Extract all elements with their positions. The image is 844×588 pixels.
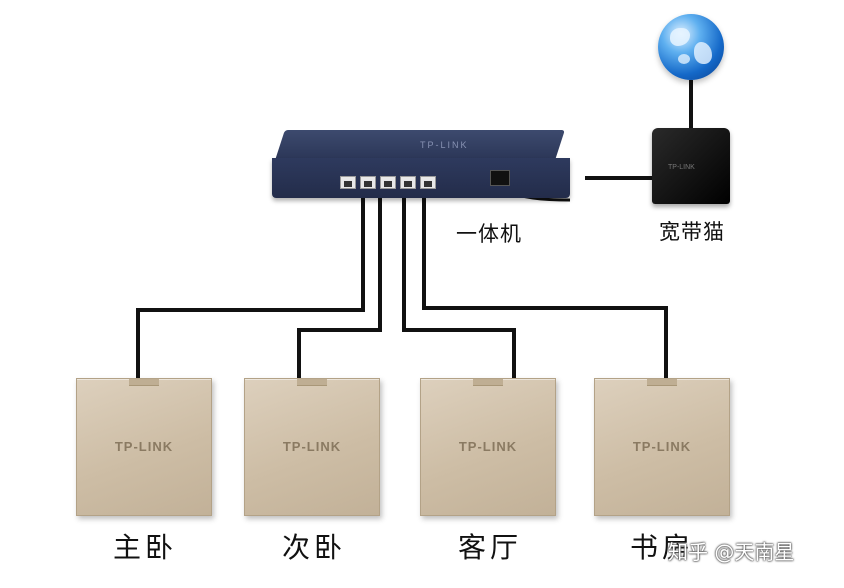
lan-port xyxy=(420,176,436,189)
lan-port xyxy=(380,176,396,189)
watermark: 知乎 @天南星 xyxy=(668,540,795,564)
wall-ap-icon: TP-LINK xyxy=(594,378,730,516)
wire-study xyxy=(422,190,668,380)
wall-ap-icon: TP-LINK xyxy=(244,378,380,516)
wire-master-bedroom xyxy=(136,190,365,380)
wan-port xyxy=(490,170,510,186)
wire-second-bedroom xyxy=(297,190,382,380)
wall-ap-icon: TP-LINK xyxy=(420,378,556,516)
room-label-master-bedroom: 主卧 xyxy=(112,531,177,564)
room-label-study: 书房 xyxy=(629,531,694,564)
panel-brand: TP-LINK xyxy=(282,439,342,454)
router-label: 一体机 xyxy=(456,222,522,246)
modem-brand: TP-LINK xyxy=(668,164,695,171)
panel-brand: TP-LINK xyxy=(114,439,174,454)
room-label-living-room: 客厅 xyxy=(457,531,522,564)
lan-port xyxy=(400,176,416,189)
panel-brand: TP-LINK xyxy=(632,439,692,454)
wire-living-room xyxy=(402,190,516,380)
room-label-second-bedroom: 次卧 xyxy=(281,531,346,564)
internet-globe-icon xyxy=(658,14,724,80)
modem-label: 宽带猫 xyxy=(659,220,725,244)
wall-ap-icon: TP-LINK xyxy=(76,378,212,516)
panel-brand: TP-LINK xyxy=(458,439,518,454)
router-brand: TP-LINK xyxy=(420,140,469,150)
modem-icon: TP-LINK xyxy=(652,128,730,204)
lan-port xyxy=(340,176,356,189)
lan-port xyxy=(360,176,376,189)
